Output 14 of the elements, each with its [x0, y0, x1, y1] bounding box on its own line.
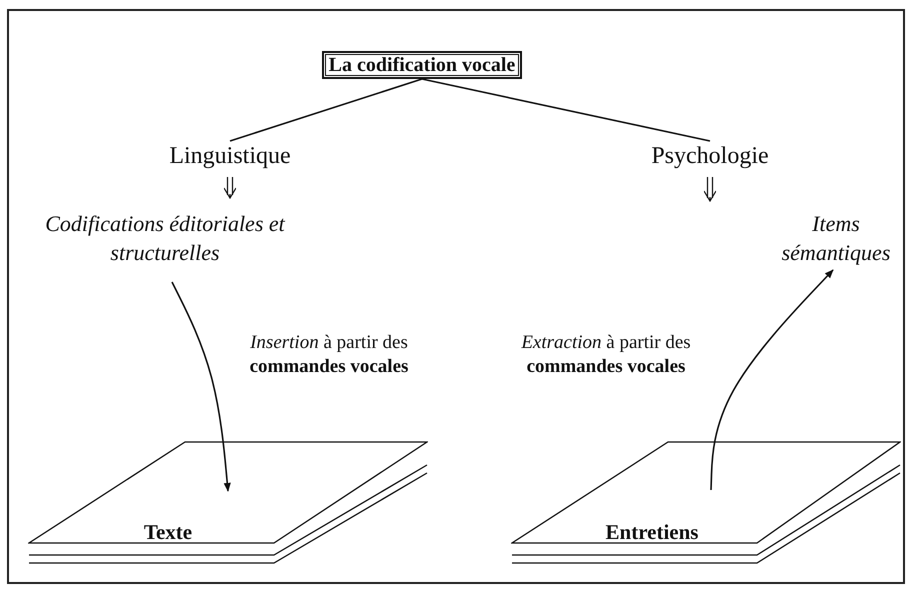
- title-box: [322, 51, 522, 79]
- connector-line: [230, 78, 422, 142]
- double-arrow: [223, 176, 237, 199]
- category-text: Linguistique: [168, 142, 292, 171]
- connector-line: [422, 78, 710, 142]
- double-arrow: [703, 176, 717, 202]
- title-text: La codification vocale: [328, 53, 516, 78]
- curved-arrow: [710, 269, 834, 490]
- category-text: Psychologie: [650, 142, 770, 171]
- category-text: Items sémantiques: [780, 210, 892, 267]
- document-label: Entretiens: [604, 519, 700, 546]
- document-label: Texte: [142, 519, 194, 546]
- curved-arrow: [171, 282, 231, 492]
- category-text: Codifications éditoriales et structurelles: [44, 210, 286, 267]
